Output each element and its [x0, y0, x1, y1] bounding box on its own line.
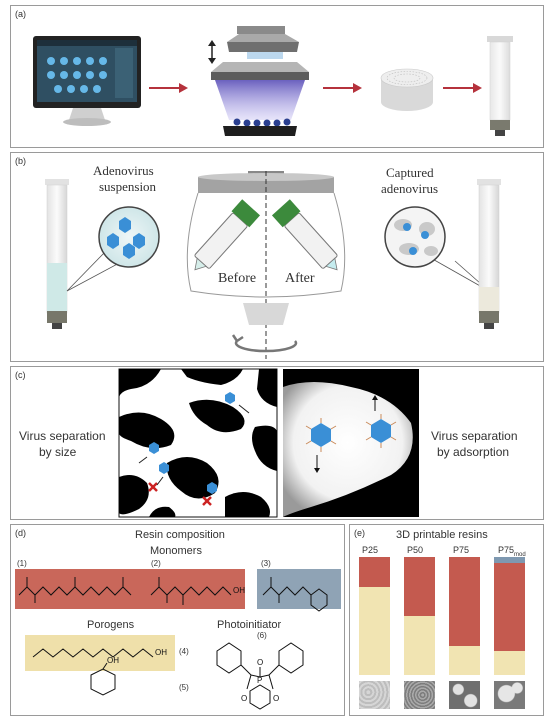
resins-chart-title: 3D printable resins	[396, 529, 488, 541]
photoinitiator-phosphorus-oxide: O	[257, 658, 263, 667]
panel-b: (b)	[10, 152, 544, 362]
rotor-tube-after-icon	[271, 199, 338, 271]
before-label: Before	[218, 271, 257, 286]
arrow-to-monolith-icon	[323, 83, 362, 93]
right-column-tube-icon	[477, 179, 501, 329]
resin-label-p25: P25	[362, 545, 379, 555]
arrow-to-column-icon	[443, 83, 482, 93]
resin-bars	[350, 525, 545, 717]
bar-p75-red	[449, 557, 480, 646]
porogen-4-hydroxyl: OH	[155, 648, 167, 657]
monomer-1-structure	[18, 577, 132, 603]
size-separation-line-2: by size	[39, 445, 77, 459]
panel-d: (d) Resin composition Monomers (1) (2) (…	[10, 524, 345, 716]
sem-thumbnail-p75mod	[494, 681, 525, 709]
porogen-5-number: (5)	[179, 683, 189, 692]
sem-thumbnail-p25	[359, 681, 390, 709]
bar-p50-red	[404, 557, 435, 616]
bar-p75mod-cream	[494, 651, 525, 675]
resin-label-p75: P75	[453, 545, 470, 555]
photoinitiator-structure	[216, 642, 304, 710]
panel-e-label: (e)	[354, 528, 365, 538]
resin-composition-title: Resin composition	[135, 529, 225, 541]
resin-label-p50: P50	[407, 545, 424, 555]
photoinitiator-6-number: (6)	[257, 631, 267, 640]
left-caption-line-1: Adenovirus	[93, 163, 154, 178]
panel-e: (e) 3D printable resins P25 P50 P75 P75m…	[349, 524, 544, 716]
panel-b-label: (b)	[15, 156, 26, 166]
panel-b-illustration	[45, 171, 501, 359]
monomer-3-number: (3)	[261, 559, 271, 568]
resin-label-p75mod: P75mod	[498, 545, 526, 558]
bar-p50-cream	[404, 616, 435, 675]
after-label: After	[285, 271, 315, 286]
photoinitiator-heading: Photoinitiator	[217, 619, 282, 631]
sem-thumbnail-p75	[449, 681, 480, 709]
porogen-5-structure	[90, 662, 116, 696]
bar-p25-red	[359, 557, 390, 587]
bar-p75mod-red	[494, 562, 525, 652]
monomer-2-hydroxyl: OH	[233, 586, 245, 595]
monomer-box-1-2	[15, 569, 245, 609]
size-separation-line-1: Virus separation	[19, 429, 106, 443]
blocked-virus-marks-icon	[148, 482, 212, 506]
spin-column-icon	[487, 36, 513, 136]
panel-c-label: (c)	[15, 370, 26, 380]
panel-c: (c) Virus separation by size Virus separ…	[10, 366, 544, 520]
captured-virus-icon	[365, 395, 397, 448]
left-caption-line-2: suspension	[99, 179, 157, 194]
photoinitiator-oxygen-right: O	[273, 694, 279, 703]
centrifuge-icon	[186, 171, 346, 359]
panel-a: (a)	[10, 5, 544, 148]
monomers-heading: Monomers	[150, 545, 202, 557]
rotor-tube-before-icon	[194, 199, 261, 271]
monomer-3-structure	[262, 577, 328, 612]
porous-network-image	[118, 368, 278, 518]
sem-thumbnail-p50	[404, 681, 435, 709]
porogen-4-structure	[32, 648, 154, 658]
porogen-box	[25, 635, 175, 671]
porogens-heading: Porogens	[87, 619, 135, 631]
monomer-2-structure	[150, 577, 232, 605]
right-virus-magnifier-icon	[384, 206, 490, 292]
left-virus-magnifier-icon	[66, 206, 160, 292]
adsorption-separation-line-2: by adsorption	[437, 445, 510, 459]
small-viruses-icon	[149, 392, 235, 494]
right-caption-line-1: Captured	[386, 165, 434, 180]
bar-p25-cream	[359, 586, 390, 675]
computer-monitor-icon	[33, 36, 141, 126]
monomer-2-number: (2)	[151, 559, 161, 568]
panel-a-illustration	[33, 26, 513, 136]
right-caption-line-2: adenovirus	[381, 181, 439, 196]
adsorption-separation-line-1: Virus separation	[431, 429, 518, 443]
printed-monolith-icon	[380, 68, 434, 111]
left-column-tube-icon	[45, 179, 69, 329]
adsorption-pore-image	[283, 369, 419, 517]
porogen-5-hydroxyl: OH	[107, 656, 119, 665]
3d-printer-icon	[208, 26, 309, 136]
bar-p75-cream	[449, 645, 480, 675]
chemical-structures: OH OH OH O O O P	[18, 577, 328, 710]
panel-a-label: (a)	[15, 9, 26, 19]
bar-p75mod-blue	[494, 557, 525, 563]
arrow-to-printer-icon	[149, 83, 188, 93]
photoinitiator-oxygen-left: O	[241, 694, 247, 703]
monomer-1-number: (1)	[17, 559, 27, 568]
panel-c-illustration	[118, 368, 419, 518]
panel-d-label: (d)	[15, 528, 26, 538]
photoinitiator-phosphorus: P	[257, 676, 262, 685]
flow-arrows-icon	[138, 404, 250, 486]
adsorbed-virus-icon	[305, 418, 337, 473]
porogen-4-number: (4)	[179, 647, 189, 656]
